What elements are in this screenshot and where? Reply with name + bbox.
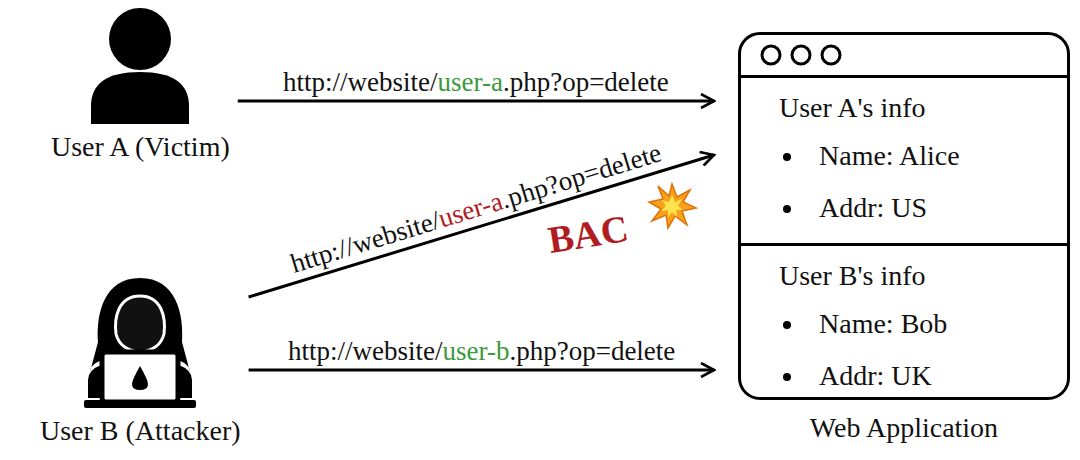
window-titlebar [741, 35, 1067, 78]
user-icon [85, 6, 195, 124]
victim-user: User A (Victim) [47, 6, 234, 164]
info-item: Name: Bob [779, 306, 1057, 342]
request-arrow [249, 155, 714, 297]
bullet-dot [783, 205, 791, 213]
app-caption: Web Application [721, 411, 1080, 445]
request-url: http://website/user-a.php?op=delete [280, 66, 672, 98]
request-arrow [249, 369, 714, 372]
user-info-section: User B's infoName: BobAddr: UK [741, 243, 1067, 397]
user-label: User B (Attacker) [36, 414, 245, 448]
user-info-section: User A's infoName: AliceAddr: US [741, 78, 1067, 243]
info-text: Name: Bob [819, 306, 947, 342]
info-heading: User B's info [779, 258, 1057, 294]
web-app-window: Web ApplicationUser A's infoName: AliceA… [738, 32, 1070, 400]
info-item: Addr: UK [779, 358, 1057, 394]
user-label: User A (Victim) [47, 130, 234, 164]
info-text: Name: Alice [819, 138, 960, 174]
request-url: http://website/user-b.php?op=delete [285, 335, 678, 367]
window-buttons [741, 35, 861, 75]
info-item: Addr: US [779, 190, 1057, 226]
explosion-star [649, 184, 696, 228]
bullet-dot [783, 373, 791, 381]
info-text: Addr: UK [819, 358, 932, 394]
bullet-dot [783, 321, 791, 329]
attacker-user: User B (Attacker) [36, 276, 245, 448]
request-arrow [238, 100, 714, 103]
bullet-dot [783, 153, 791, 161]
attack-label: BAC [545, 206, 631, 262]
attacker-icon [80, 276, 200, 408]
info-item: Name: Alice [779, 138, 1057, 174]
info-text: Addr: US [819, 190, 927, 226]
info-heading: User A's info [779, 90, 1057, 126]
